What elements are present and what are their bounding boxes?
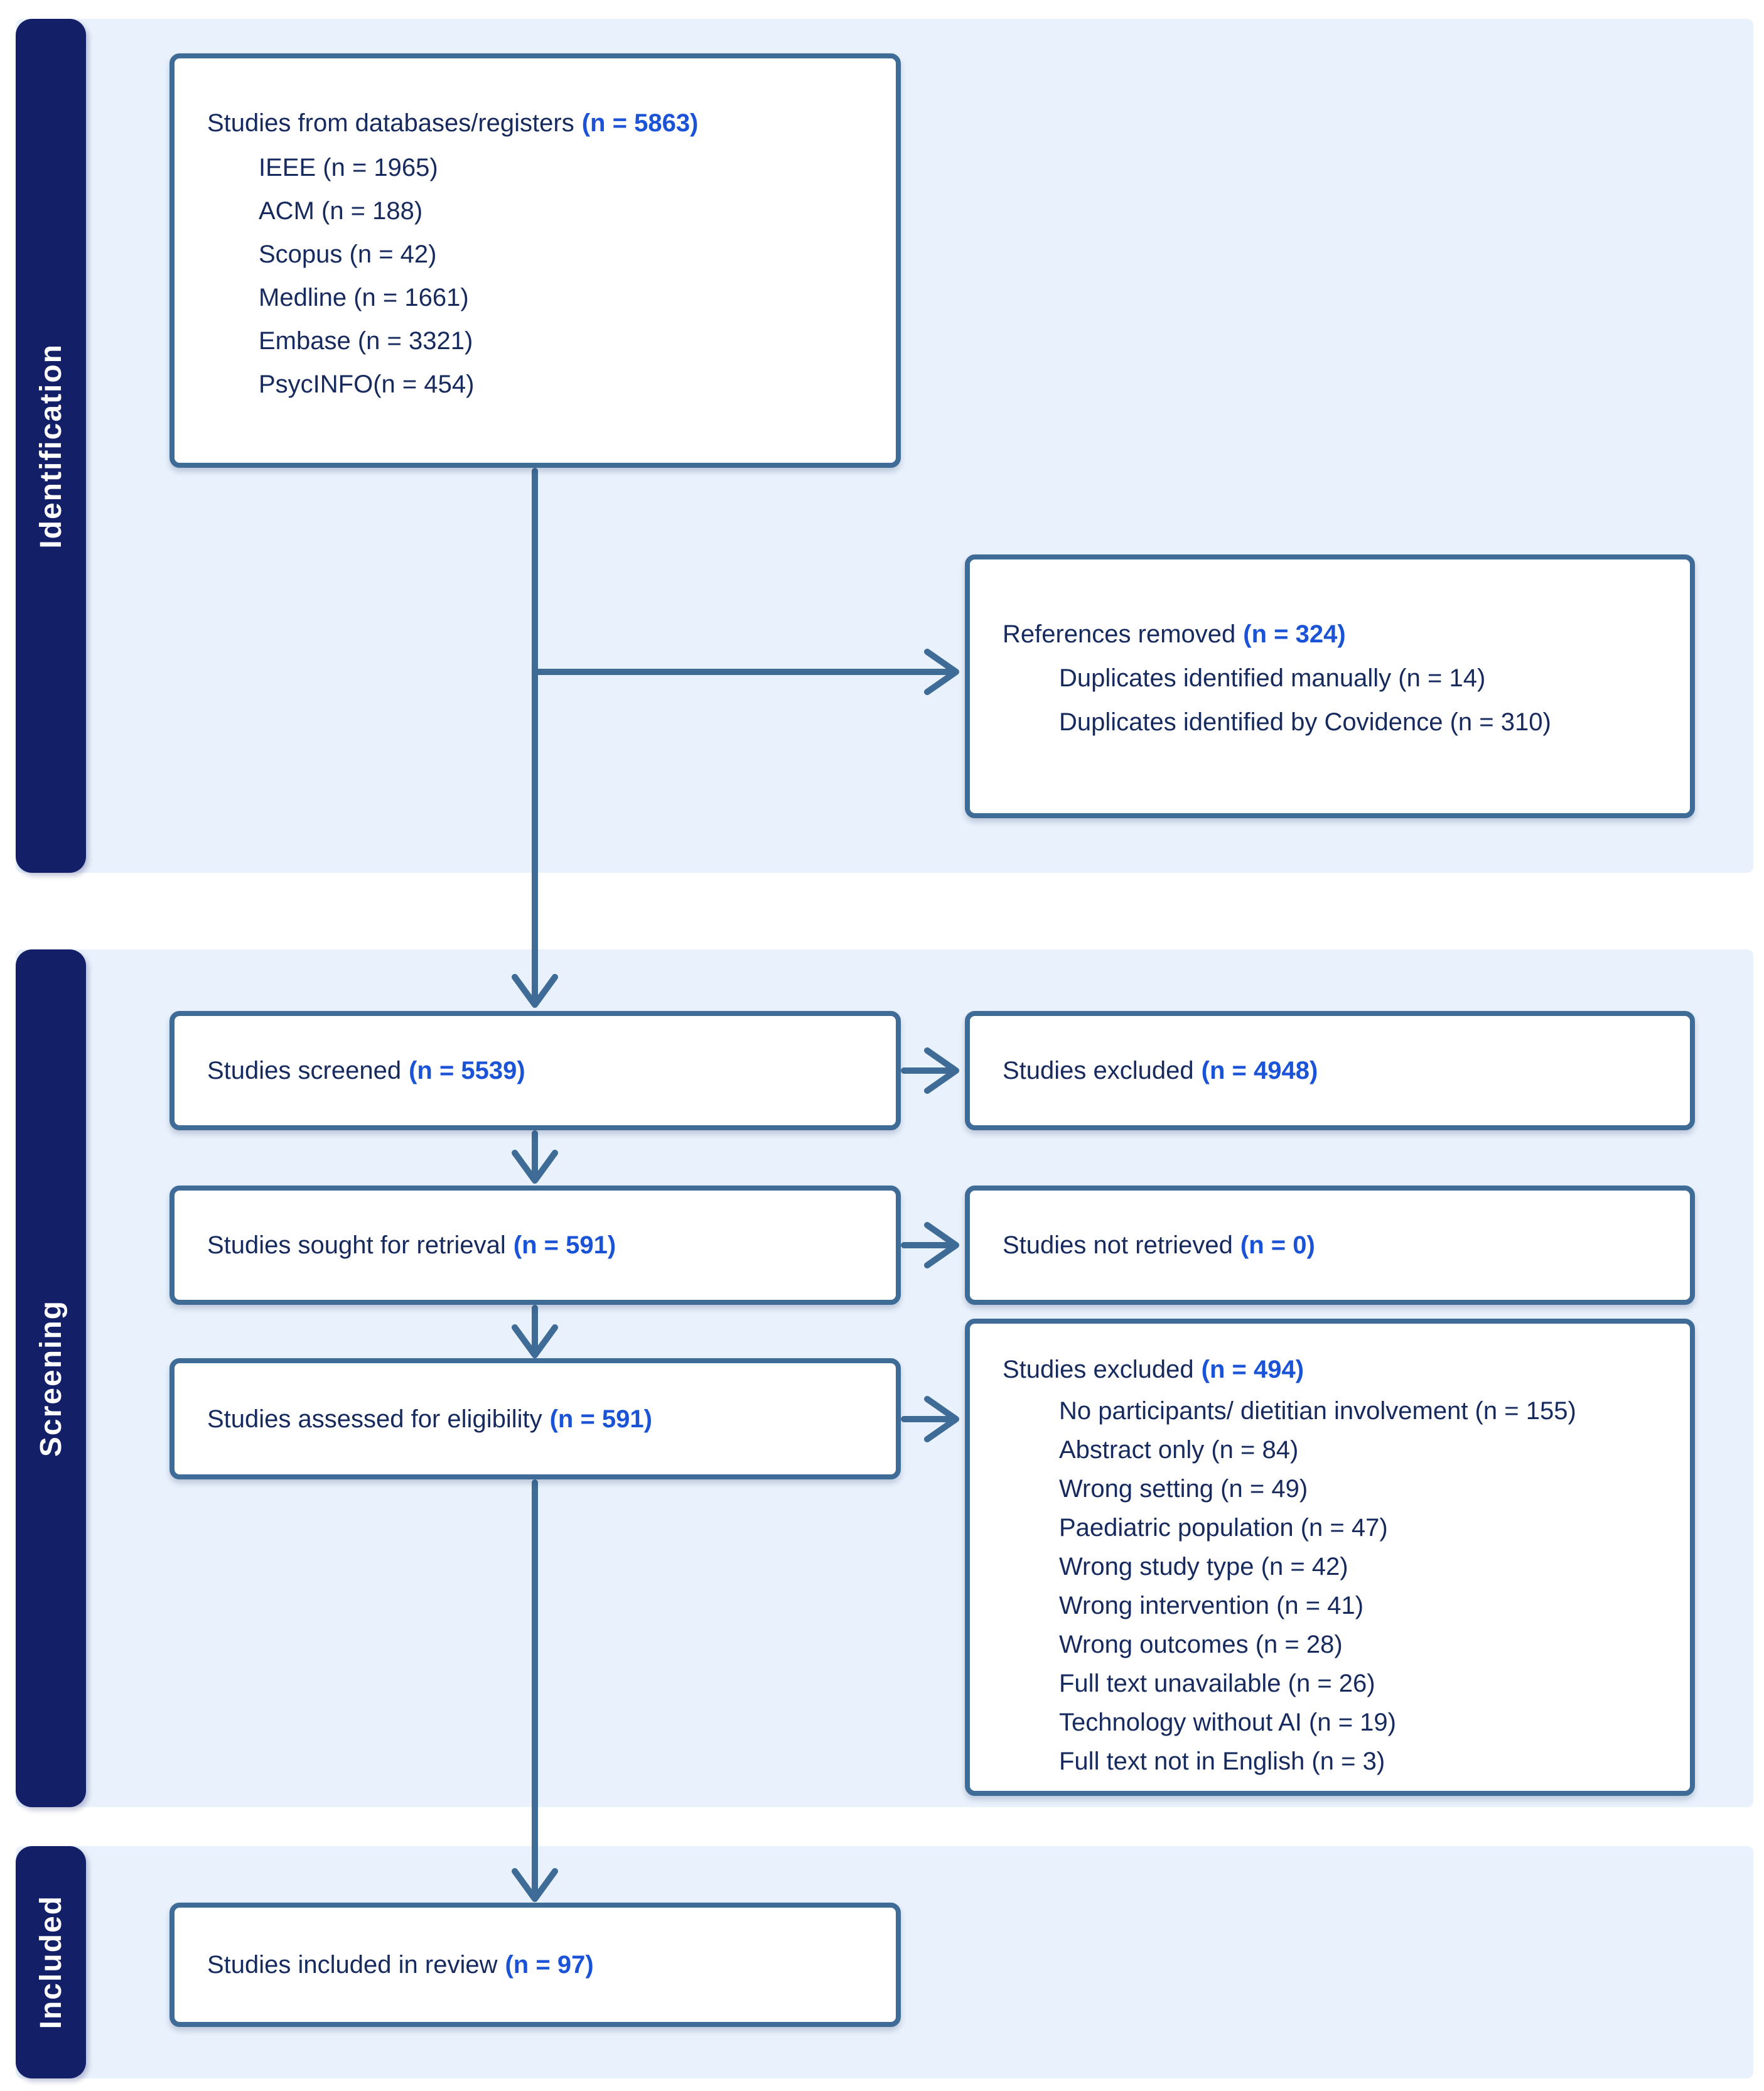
- box-studies-screened-count: (n = 5539): [409, 1057, 525, 1084]
- box-studies-not-retrieved-count: (n = 0): [1240, 1231, 1315, 1259]
- box-studies-sought-label: Studies sought for retrieval: [207, 1231, 506, 1259]
- list-item: Wrong setting (n = 49): [1059, 1475, 1308, 1503]
- list-item: IEEE (n = 1965): [259, 154, 438, 181]
- stage-label-screening: Screening: [16, 949, 86, 1807]
- list-item: Embase (n = 3321): [259, 327, 473, 355]
- box-studies-assessed-count: (n = 591): [549, 1405, 652, 1433]
- box-studies-included: Studies included in review(n = 97): [169, 1903, 901, 2027]
- box-studies-excluded-eligibility: Studies excluded (n = 494) No participant…: [965, 1319, 1695, 1796]
- list-item: No participants/ dietitian involvement (…: [1059, 1397, 1576, 1425]
- box-studies-not-retrieved-label: Studies not retrieved: [1003, 1231, 1233, 1259]
- box-studies-sought-count: (n = 591): [513, 1231, 616, 1259]
- box-studies-excluded-eligibility-title: Studies excluded (n = 494): [1003, 1353, 1671, 1386]
- box-studies-screened: Studies screened (n = 5539): [169, 1011, 901, 1130]
- stage-label-screening-text: Screening: [34, 1299, 68, 1457]
- stage-label-included: Included: [16, 1846, 86, 2078]
- stage-label-identification-text: Identification: [34, 343, 68, 549]
- list-item: Wrong study type (n = 42): [1059, 1553, 1348, 1580]
- box-databases-label: Studies from databases/registers: [207, 109, 574, 137]
- list-item: ACM (n = 188): [259, 197, 423, 225]
- box-studies-excluded-eligibility-list: No participants/ dietitian involvement (…: [1003, 1391, 1671, 1781]
- list-item: Medline (n = 1661): [259, 284, 469, 311]
- box-studies-assessed: Studies assessed for eligibility(n = 591…: [169, 1358, 901, 1479]
- list-item: Scopus (n = 42): [259, 240, 437, 268]
- box-references-removed-label: References removed: [1003, 620, 1236, 648]
- box-studies-excluded-screening: Studies excluded (n = 4948): [965, 1011, 1695, 1130]
- list-item: PsycINFO(n = 454): [259, 370, 475, 398]
- list-item: Full text unavailable (n = 26): [1059, 1670, 1375, 1697]
- box-references-removed-count: (n = 324): [1243, 620, 1346, 648]
- box-studies-included-label: Studies included in review: [207, 1951, 498, 1979]
- box-references-removed-list: Duplicates identified manually (n = 14) D…: [1003, 656, 1671, 744]
- box-studies-sought: Studies sought for retrieval(n = 591): [169, 1186, 901, 1305]
- box-studies-excluded-eligibility-label: Studies excluded: [1003, 1356, 1194, 1383]
- box-studies-assessed-label: Studies assessed for eligibility: [207, 1405, 542, 1433]
- box-studies-excluded-eligibility-count: (n = 494): [1201, 1356, 1304, 1383]
- stage-label-identification: Identification: [16, 19, 86, 873]
- list-item: Duplicates identified manually (n = 14): [1059, 664, 1486, 692]
- box-databases-title: Studies from databases/registers(n = 586…: [207, 106, 877, 140]
- stage-label-included-text: Included: [34, 1895, 68, 2029]
- list-item: Wrong outcomes (n = 28): [1059, 1631, 1343, 1658]
- box-databases-count: (n = 5863): [581, 109, 699, 137]
- list-item: Wrong intervention (n = 41): [1059, 1592, 1364, 1619]
- box-studies-not-retrieved: Studies not retrieved(n = 0): [965, 1186, 1695, 1305]
- box-references-removed-title: References removed(n = 324): [1003, 617, 1671, 651]
- list-item: Full text not in English (n = 3): [1059, 1748, 1385, 1775]
- box-studies-excluded-screening-count: (n = 4948): [1201, 1057, 1318, 1084]
- list-item: Paediatric population (n = 47): [1059, 1514, 1388, 1542]
- box-studies-excluded-screening-label: Studies excluded: [1003, 1057, 1194, 1084]
- list-item: Duplicates identified by Covidence (n = …: [1059, 708, 1551, 736]
- box-databases: Studies from databases/registers(n = 586…: [169, 53, 901, 468]
- box-studies-screened-label: Studies screened: [207, 1057, 402, 1084]
- box-studies-included-count: (n = 97): [505, 1951, 594, 1979]
- box-databases-list: IEEE (n = 1965) ACM (n = 188) Scopus (n = …: [207, 146, 877, 406]
- list-item: Technology without AI (n = 19): [1059, 1709, 1396, 1736]
- list-item: Abstract only (n = 84): [1059, 1436, 1299, 1464]
- box-references-removed: References removed(n = 324) Duplicates i…: [965, 554, 1695, 818]
